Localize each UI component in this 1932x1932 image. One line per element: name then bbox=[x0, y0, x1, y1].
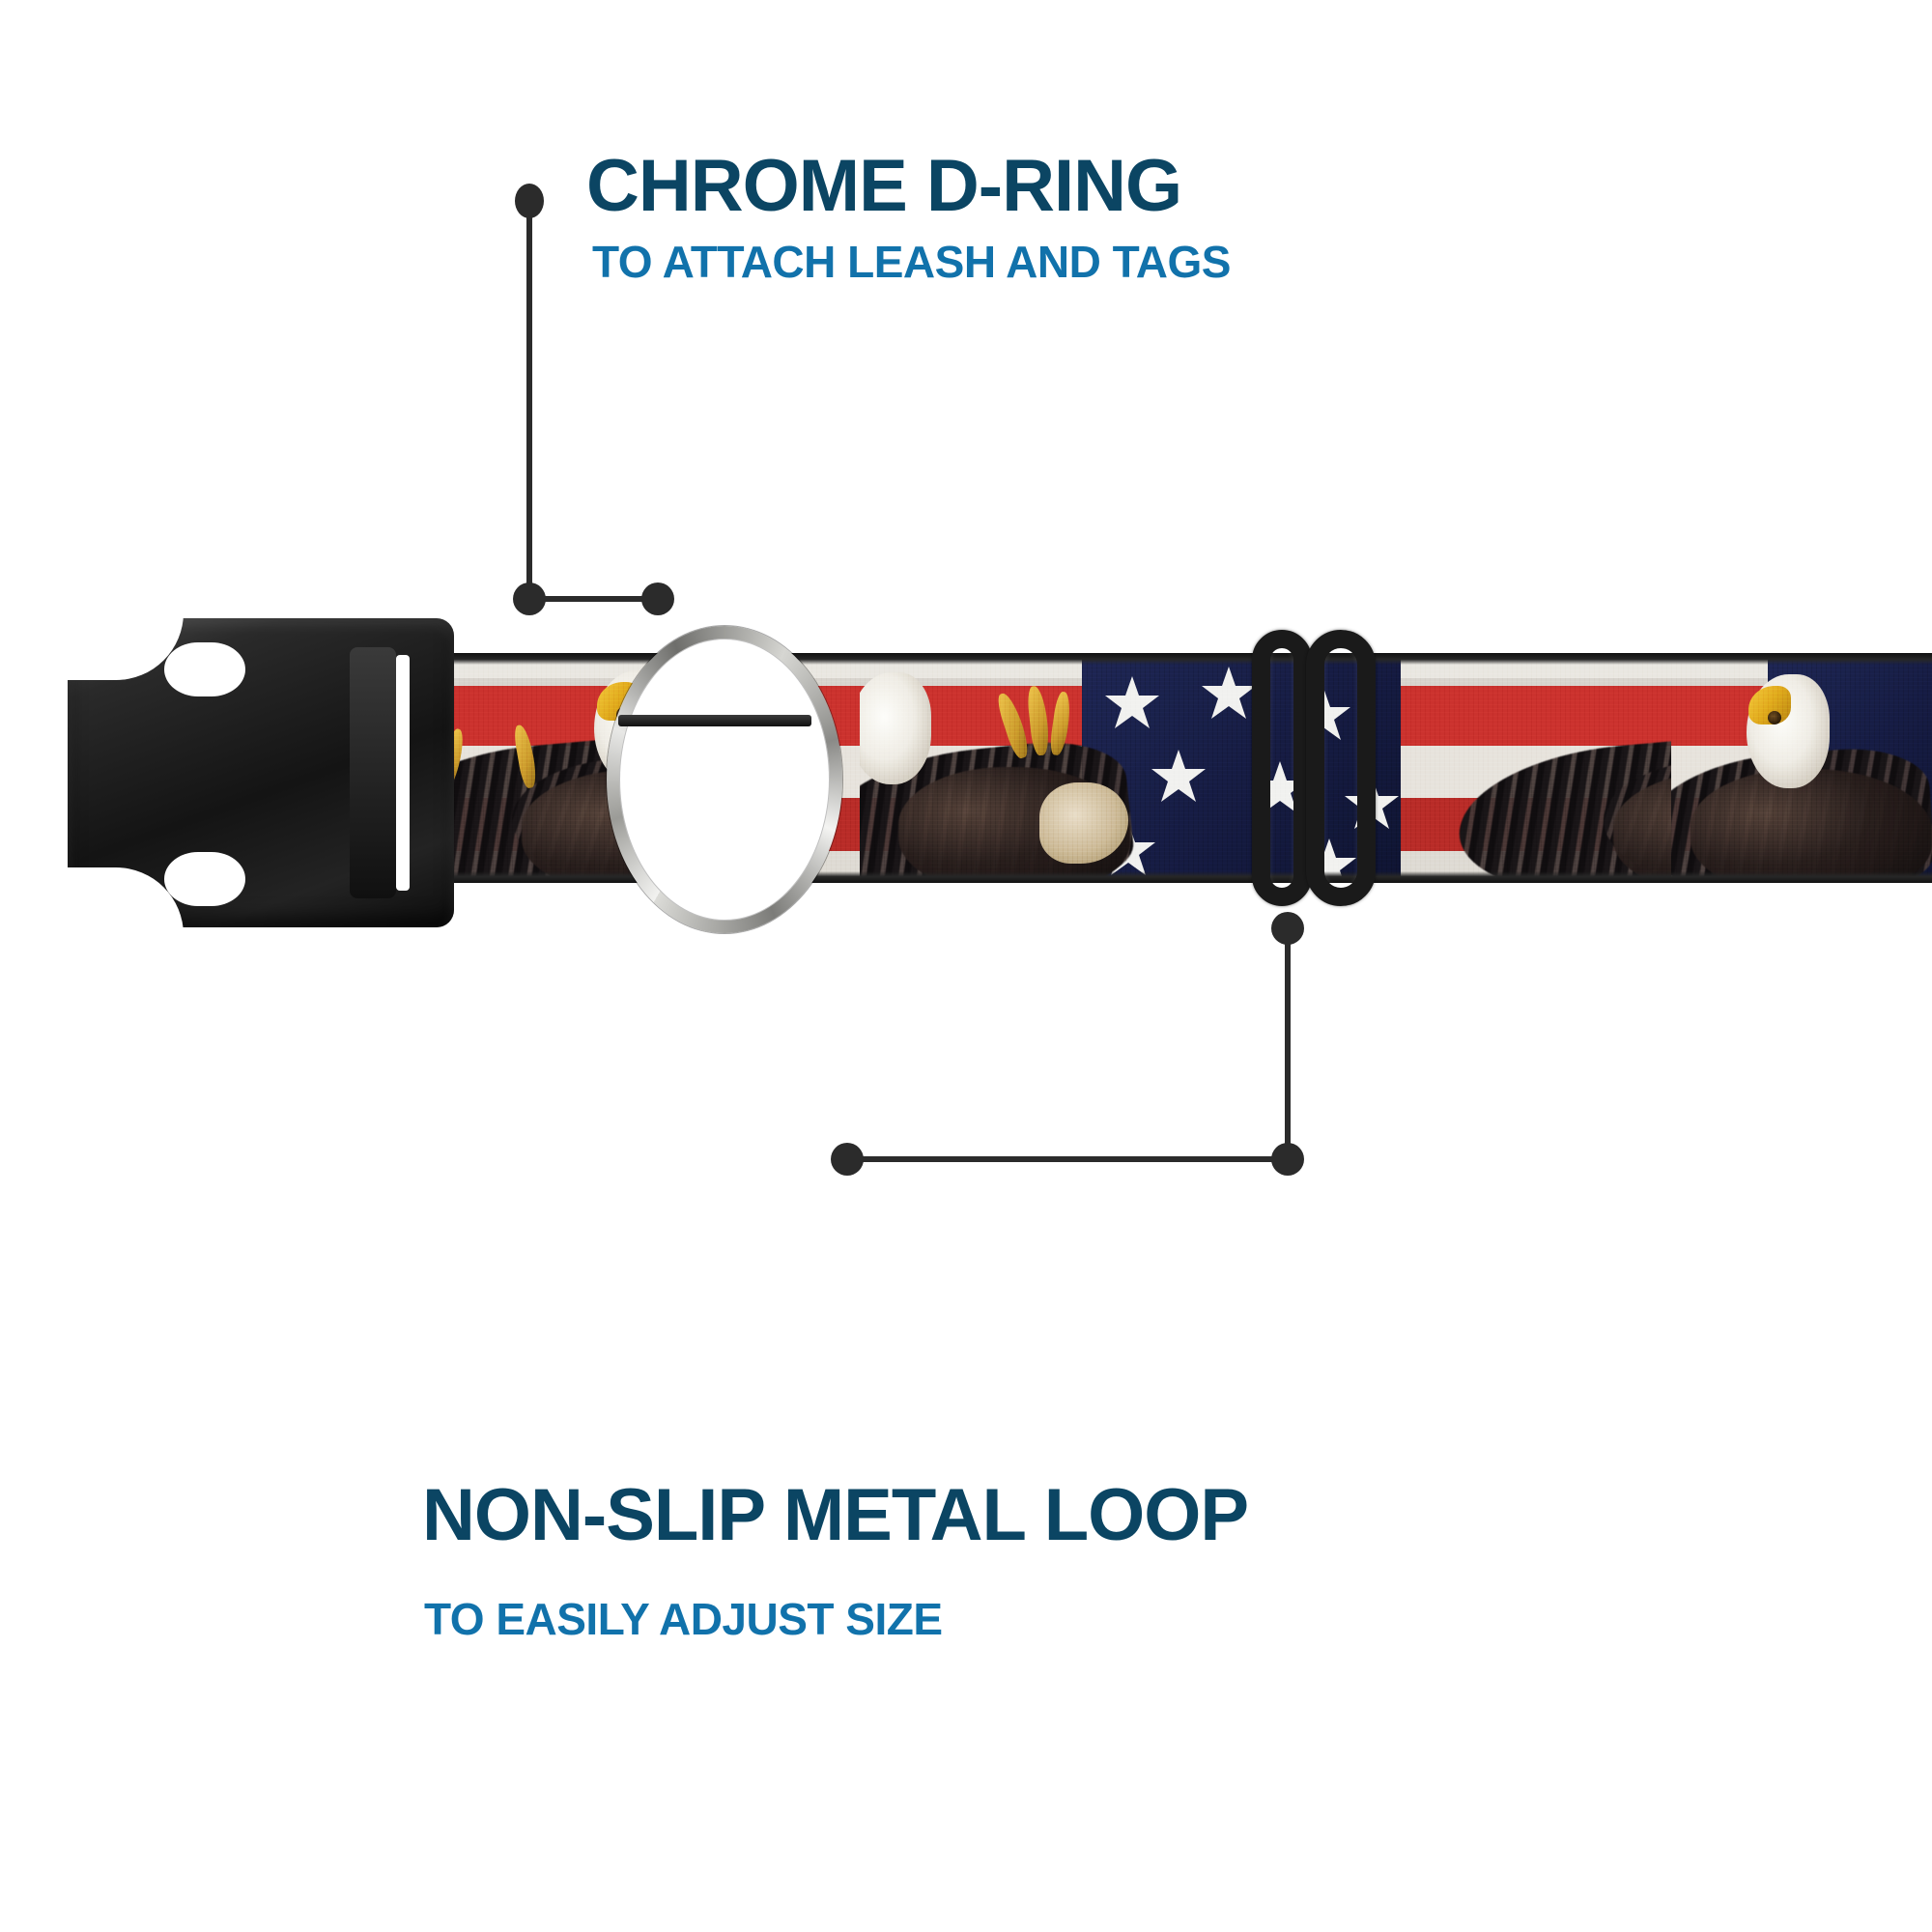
leader-dot-top-end bbox=[641, 582, 674, 615]
slider-loop-right bbox=[1306, 630, 1376, 906]
buckle-thumb-notch-top bbox=[164, 642, 245, 696]
buckle-center-bar bbox=[350, 647, 396, 898]
callout-subtitle-chrome-d-ring: TO ATTACH LEASH AND TAGS bbox=[592, 237, 1231, 287]
strap-edge-top bbox=[319, 653, 1932, 665]
d-ring-cross-bar bbox=[618, 715, 811, 726]
leader-dot-bottom-end bbox=[831, 1143, 864, 1176]
leader-line-top-vertical bbox=[526, 209, 532, 595]
callout-subtitle-non-slip-metal-loop: TO EASILY ADJUST SIZE bbox=[424, 1594, 943, 1644]
slider-loop-left bbox=[1252, 630, 1312, 906]
callout-title-chrome-d-ring: CHROME D-RING bbox=[586, 145, 1182, 227]
callout-title-non-slip-metal-loop: NON-SLIP METAL LOOP bbox=[422, 1474, 1249, 1556]
leader-line-bottom-horizontal bbox=[850, 1156, 1285, 1162]
d-ring-loop bbox=[607, 626, 842, 933]
leader-line-bottom-vertical bbox=[1285, 935, 1291, 1155]
flag-eagle-tile bbox=[1671, 653, 1932, 883]
strap-edge-bottom bbox=[319, 871, 1932, 883]
webbing-weave-texture bbox=[319, 653, 1932, 883]
buckle-slot-window bbox=[396, 655, 410, 891]
side-release-buckle bbox=[39, 591, 454, 959]
collar-webbing-strap bbox=[319, 653, 1932, 883]
buckle-notch-bottom-left bbox=[39, 867, 184, 959]
metal-slider-loop bbox=[1252, 630, 1376, 906]
buckle-thumb-notch-bottom bbox=[164, 852, 245, 906]
leader-line-top-horizontal bbox=[539, 596, 660, 602]
